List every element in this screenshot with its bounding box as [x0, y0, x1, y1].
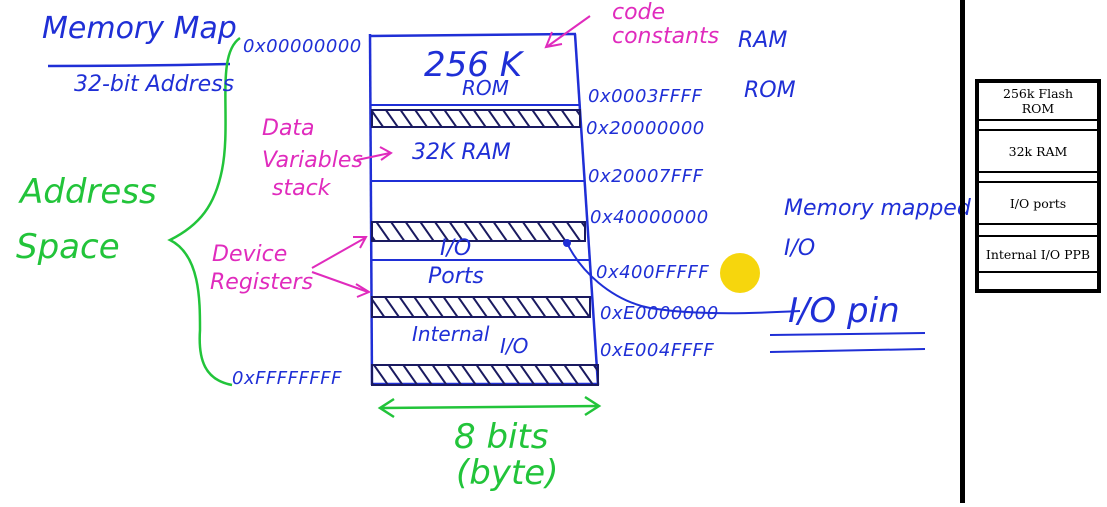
device-note-1: Device	[212, 242, 288, 267]
io-pin-connector	[563, 239, 926, 353]
code-note-2: constants	[612, 24, 720, 49]
panel-divider	[960, 0, 965, 503]
pink-arrows	[311, 15, 591, 298]
address-ppb-end: 0xE004FFFF	[600, 340, 715, 361]
legend-flash-rom: 256k Flash ROM	[979, 83, 1097, 121]
region-rom-size: 256 K	[424, 45, 522, 85]
legend-gap-4	[979, 273, 1097, 281]
region-ports-label: Ports	[428, 264, 484, 289]
ram-side-label: RAM	[738, 28, 788, 53]
address-start: 0x00000000	[243, 36, 362, 57]
address-ppb-start: 0xE0000000	[600, 303, 719, 324]
memory-map-legend: 256k Flash ROM 32k RAM I/O ports Interna…	[975, 79, 1101, 293]
region-internal-io-label: I/O	[500, 334, 529, 358]
data-note-2: Variables	[262, 148, 363, 173]
cursor-highlight	[720, 253, 760, 293]
address-space-label-2: Space	[16, 227, 120, 267]
legend-gap-1	[979, 121, 1097, 131]
legend-ram: 32k RAM	[979, 131, 1097, 173]
legend-internal-io: Internal I/O PPB	[979, 237, 1097, 273]
address-io-start: 0x40000000	[590, 207, 709, 228]
device-note-2: Registers	[210, 270, 314, 295]
region-internal-label: Internal	[412, 322, 490, 346]
address-io-end: 0x400FFFFF	[596, 262, 710, 283]
diagram-subtitle: 32-bit Address	[74, 72, 235, 97]
io-pin-label: I/O pin	[788, 291, 900, 331]
whiteboard-canvas	[47, 15, 926, 419]
address-ram-end: 0x20007FFF	[588, 166, 704, 187]
address-rom-end: 0x0003FFFF	[588, 86, 703, 107]
reserved-band-4	[371, 364, 599, 386]
width-arrow	[377, 395, 602, 419]
address-space-label-1: Address	[20, 172, 157, 212]
reserved-band-3	[371, 296, 591, 318]
title-underline	[47, 62, 231, 68]
legend-gap-3	[979, 225, 1097, 237]
rom-side-label: ROM	[744, 78, 796, 103]
whiteboard-drawing	[47, 15, 926, 419]
reserved-band-1	[371, 109, 581, 128]
memory-block	[368, 32, 600, 386]
address-ram-start: 0x20000000	[586, 118, 705, 139]
width-label: 8 bits	[454, 417, 549, 457]
region-io-label: I/O	[440, 236, 472, 261]
data-note-3: stack	[272, 176, 331, 201]
reserved-band-2	[371, 221, 586, 242]
address-top: 0xFFFFFFFF	[232, 368, 342, 389]
region-ram: 32K RAM	[412, 140, 511, 165]
legend-io-ports: I/O ports	[979, 183, 1097, 225]
diagram-title: Memory Map	[42, 11, 237, 46]
code-note-1: code	[612, 0, 666, 25]
memory-mapped-label: Memory mapped	[784, 196, 971, 221]
address-space-brace	[167, 36, 241, 387]
memory-mapped-io-label: I/O	[784, 236, 816, 261]
data-note-1: Data	[262, 116, 315, 141]
legend-gap-2	[979, 173, 1097, 183]
region-rom-name: ROM	[462, 76, 509, 100]
width-unit-label: (byte)	[456, 453, 559, 493]
